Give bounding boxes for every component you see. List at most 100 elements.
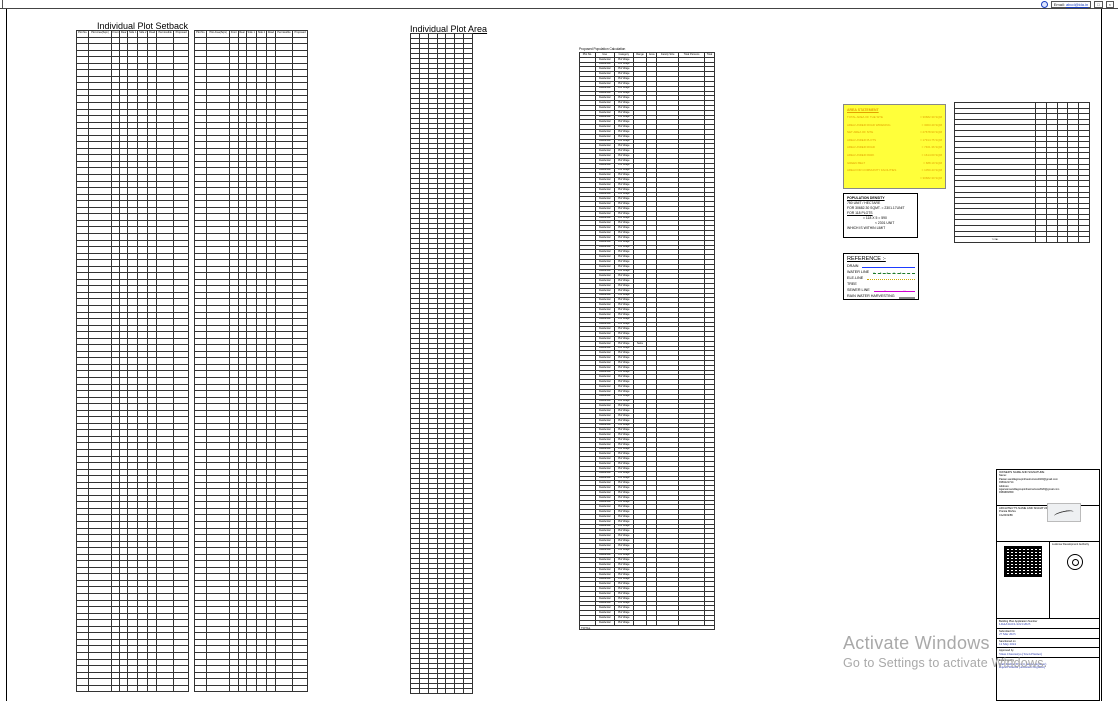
- table-row: [75, 56, 189, 64]
- table-cell: [173, 160, 189, 169]
- table-row: [75, 206, 189, 215]
- qr-seal-row: Lucknow Development Authority: [997, 542, 1099, 619]
- table-cell: [292, 193, 308, 202]
- table-cell: [206, 121, 231, 130]
- table-cell: [193, 134, 208, 143]
- toolbar-email-label: Email:: [1053, 1, 1065, 7]
- drawing-frame-right: [1101, 9, 1102, 701]
- table-cell: [255, 200, 267, 208]
- table-cell: [173, 154, 189, 162]
- table-cell: [632, 619, 648, 626]
- table-cell: [206, 174, 231, 182]
- table-cell: [255, 141, 267, 149]
- legend-item-rwh: RAIN WATER HARVESTING: [847, 293, 915, 299]
- table-cell: [155, 193, 175, 202]
- table-cell: [1078, 118, 1090, 126]
- table-row: [410, 253, 473, 259]
- table-cell: [206, 226, 231, 234]
- table-cell: [127, 684, 139, 693]
- area-statement-key: AREA UNDER PLOTS: [847, 137, 877, 142]
- table-row: [193, 606, 308, 614]
- table-row: [193, 187, 308, 195]
- table-row: [75, 566, 189, 575]
- table-cell: [75, 684, 90, 693]
- table-cell: [88, 246, 112, 254]
- table-cell: [137, 246, 149, 254]
- table-cell: [88, 684, 112, 693]
- area-statement-key: AREA FOR COMMUNITY FACILITIES: [847, 168, 897, 173]
- toolbar-restore-button[interactable]: □: [1094, 0, 1103, 8]
- table-cell: [155, 246, 175, 254]
- table-cell: [206, 684, 231, 693]
- address-label: Address:: [999, 484, 1010, 488]
- table-row: [193, 206, 308, 215]
- table-cell: [88, 239, 112, 248]
- table-row: [410, 663, 473, 669]
- examined-section: Examined by Ram Kishor Tiwari (Junior en…: [997, 658, 1099, 670]
- table-cell: [193, 246, 208, 254]
- table-cell: [1078, 113, 1090, 120]
- table-row: [75, 49, 189, 58]
- table-row: [75, 246, 189, 254]
- sewer-line-icon: [873, 288, 915, 293]
- app-logo-icon[interactable]: [1040, 0, 1048, 8]
- table-row: [410, 578, 473, 584]
- table-cell: [155, 141, 175, 149]
- table-cell: [206, 180, 231, 189]
- legend-item-sewer: SEWER LINE: [847, 287, 915, 293]
- table-row: [193, 475, 308, 483]
- table-cell: [292, 167, 308, 175]
- table-cell: [88, 141, 112, 149]
- authority-cell: Lucknow Development Authority: [1050, 542, 1099, 618]
- toolbar-email-box: Email: abcd@lda.in: [1050, 0, 1092, 8]
- table-cell: [155, 121, 175, 130]
- table-cell: [953, 107, 1037, 115]
- table-cell: [1035, 107, 1047, 115]
- toolbar-email-link[interactable]: abcd@lda.in: [1065, 1, 1089, 7]
- table-row: [953, 102, 1090, 109]
- legend-item-tree: TREE: [847, 281, 915, 287]
- table-cell: [75, 232, 90, 241]
- table-row: [193, 632, 308, 640]
- table-cell: [137, 180, 149, 189]
- legend-label-electric: ELE.LINE: [847, 276, 864, 280]
- top-toolbar: Email: abcd@lda.in □ ×: [0, 0, 1118, 9]
- table-cell: [173, 128, 189, 136]
- table-cell: [292, 121, 308, 130]
- submitted-label: Submitted On: [999, 629, 1015, 633]
- table-cell: [193, 226, 208, 234]
- qr-cell: [997, 542, 1050, 618]
- table-row: [75, 128, 189, 136]
- toolbar-close-button[interactable]: ×: [1105, 0, 1114, 8]
- table-row: [193, 128, 308, 136]
- table-cell: [206, 200, 231, 208]
- table-row: [410, 398, 473, 404]
- table-cell: [1078, 107, 1090, 115]
- owner-name: Name:: [999, 474, 1007, 478]
- area-statement-value: = 1050.43 SQM: [921, 168, 942, 173]
- table-cell: [137, 219, 149, 228]
- table-cell: [137, 121, 149, 130]
- table-cell: [88, 213, 112, 221]
- table-cell: [75, 213, 90, 221]
- table-cell: [1035, 102, 1047, 109]
- table-cell: [953, 113, 1037, 120]
- setback-title: Individual Plot Setback: [97, 21, 189, 31]
- density-line-4: = 118 X 5 = 590: [863, 216, 887, 220]
- table-cell: [255, 226, 267, 234]
- table-row: [193, 553, 308, 562]
- drain-line-icon: [862, 267, 915, 268]
- table-row: [193, 246, 308, 254]
- table-cell: [155, 206, 175, 215]
- table-row: [75, 187, 189, 195]
- table-row: [193, 579, 308, 588]
- legend-label-rwh: RAIN WATER HARVESTING: [847, 294, 895, 298]
- table-cell: [255, 167, 267, 175]
